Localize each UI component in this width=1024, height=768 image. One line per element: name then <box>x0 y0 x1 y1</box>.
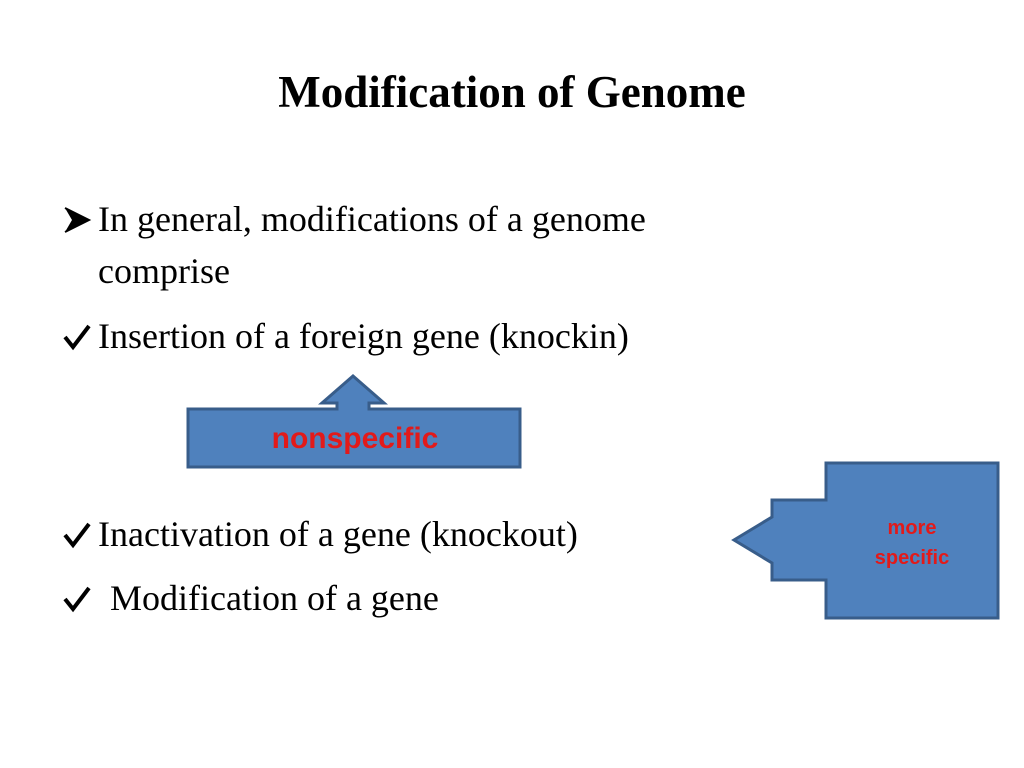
bullet-knockout: Inactivation of a gene (knockout) <box>62 508 578 560</box>
checkmark-icon <box>62 572 98 624</box>
checkmark-icon <box>62 310 98 362</box>
bullet-general-line1: In general, modifications of a genome <box>98 199 646 239</box>
nonspecific-up-arrow-callout <box>186 374 522 469</box>
more-specific-label: more specific <box>826 508 998 578</box>
bullet-knockin: Insertion of a foreign gene (knockin) <box>62 310 629 362</box>
bullet-knockout-text: Inactivation of a gene (knockout) <box>98 514 578 554</box>
more-specific-line2: specific <box>874 547 950 569</box>
more-specific-left-arrow-callout <box>731 461 1000 620</box>
bullet-general: In general, modifications of a genome co… <box>62 193 962 297</box>
bullet-knockin-text: Insertion of a foreign gene (knockin) <box>98 316 629 356</box>
slide-title: Modification of Genome <box>278 67 746 117</box>
bullet-modification-text: Modification of a gene <box>110 578 439 618</box>
bullet-modification: Modification of a gene <box>62 572 439 624</box>
bullet-general-line2: comprise <box>98 251 230 291</box>
nonspecific-label: nonspecific <box>271 422 439 455</box>
arrow-bullet-icon <box>62 193 98 245</box>
checkmark-icon <box>62 508 98 560</box>
more-specific-line1: more <box>887 517 937 539</box>
